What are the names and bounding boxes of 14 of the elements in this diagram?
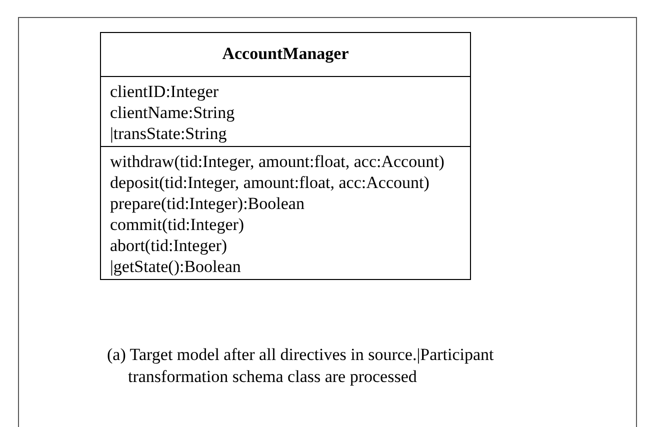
attribute-text: clientID:Integer [110,81,220,102]
methods-compartment [101,146,470,279]
attribute-text: clientName:String [110,102,236,123]
method-text: abort(tid:Integer) [110,235,228,256]
figure-caption: (a) Target model after all directives in source.|Participant transformation schema class are processed [107,344,495,388]
method-text: |getState():Boolean [110,256,242,277]
method-text: commit(tid:Integer) [110,214,246,235]
class-name: AccountManager [221,43,350,65]
method-text: withdraw(tid:Integer, amount:float, acc:Account) [110,151,446,172]
attributes-compartment [101,76,470,146]
class-box [100,32,471,280]
attribute-text: |transState:String [110,123,228,144]
method-text: prepare(tid:Integer):Boolean [110,193,306,214]
method-text: deposit(tid:Integer, amount:float, acc:Account) [110,172,430,193]
